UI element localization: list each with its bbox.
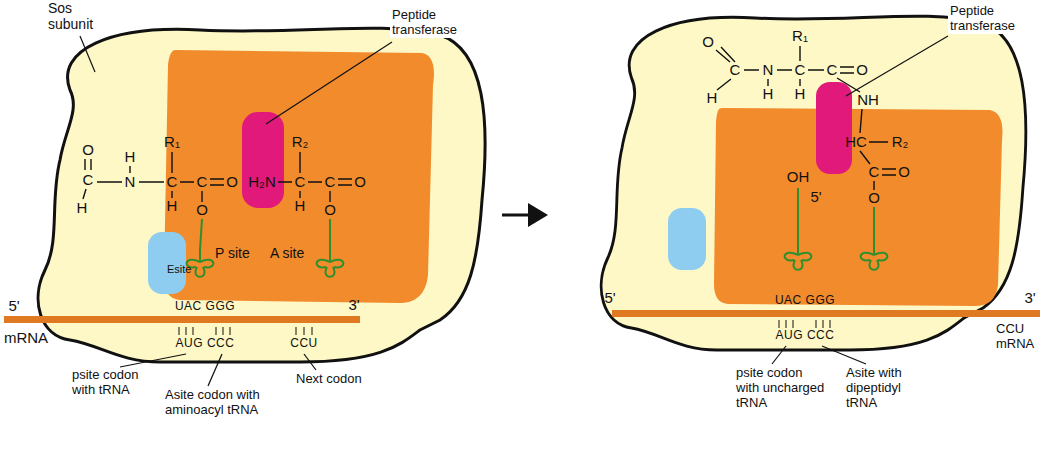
chemical-bonds <box>83 46 896 202</box>
chem-label: O <box>702 33 714 50</box>
chem-label: O <box>82 141 94 158</box>
ribosome-core <box>714 108 1003 306</box>
mrna-strand <box>612 310 1040 317</box>
chem-label: C <box>167 173 178 190</box>
chem-label: 3' <box>1024 289 1035 306</box>
chem-label: O <box>898 163 910 180</box>
chem-label: O <box>324 201 336 218</box>
node-label: Esite <box>167 263 191 276</box>
chem-label: H <box>167 197 178 214</box>
chem-label: H <box>763 85 774 102</box>
chem-label: C <box>795 61 806 78</box>
reaction-arrow <box>502 214 532 217</box>
chem-label: O <box>226 173 238 190</box>
trna <box>200 188 874 250</box>
chem-label: HC <box>845 133 867 150</box>
chem-label: O <box>196 201 208 218</box>
chem-label: O <box>868 189 880 206</box>
chem-label: H <box>295 197 306 214</box>
chem-label: 3' <box>348 296 359 313</box>
ribosome-outline <box>601 16 1026 350</box>
codon-label: UAC GGG <box>175 300 235 314</box>
chem-label: OH <box>787 168 810 185</box>
annotation: Asite with dipeptidyl tRNA <box>846 366 928 411</box>
chem-label: R₂ <box>292 133 309 150</box>
chem-label: H <box>707 89 718 106</box>
codon-label: AUG CCC <box>176 337 235 351</box>
node-label: Sos subunit <box>46 0 114 32</box>
chem-label: O <box>856 61 868 78</box>
chem-label: R₂ <box>892 133 909 150</box>
e-site-shape <box>668 208 706 270</box>
trna <box>861 241 888 270</box>
chem-label: C <box>325 173 336 190</box>
chem-label: C <box>827 61 838 78</box>
mrna-strand <box>4 316 360 323</box>
chem-label: C <box>295 173 306 190</box>
chem-label: C <box>83 171 94 188</box>
annotation: Peptide transferase <box>390 8 484 38</box>
chem-label: O <box>354 173 366 190</box>
node-label: A site <box>270 245 304 261</box>
chem-label: C <box>869 163 880 180</box>
codon-label: AUG CCC <box>776 329 835 343</box>
chem-label: H <box>125 148 136 165</box>
annotation: Peptide transferase <box>948 4 1042 34</box>
annotation: Asite codon with aminoacyl tRNA <box>165 388 260 418</box>
chem-label: N <box>763 61 774 78</box>
chem-label: H <box>795 85 806 102</box>
chem-label: H₂N <box>248 173 276 190</box>
chem-label: 5' <box>8 297 19 314</box>
codon-label: CCU <box>290 337 318 351</box>
annotation: CCU mRNA <box>996 322 1041 352</box>
node-label: P site <box>215 245 250 261</box>
codon-label: UAC GGG <box>775 294 835 308</box>
chem-label: mRNA <box>4 329 48 346</box>
chem-label: N <box>125 173 136 190</box>
peptide-transferase-shape <box>242 112 284 208</box>
chem-label: NH <box>857 91 879 108</box>
base-pair-ticks <box>179 320 830 335</box>
chem-label: R₁ <box>792 27 808 44</box>
chem-label: R₁ <box>164 133 180 150</box>
arrow-head <box>528 203 548 227</box>
chem-label: 5' <box>604 289 615 306</box>
e-site-shape: Esite <box>148 232 186 294</box>
leader-line <box>80 36 948 386</box>
chem-label: 5' <box>810 188 821 205</box>
chem-label: C <box>197 173 208 190</box>
chem-label: C <box>730 61 741 78</box>
trna <box>187 248 214 277</box>
chem-label: H <box>77 199 88 216</box>
trna <box>785 241 812 270</box>
trna <box>317 248 344 277</box>
annotation: psite codon with tRNA <box>72 368 154 398</box>
annotation: psite codon with uncharged tRNA <box>736 366 828 411</box>
annotation: Next codon <box>296 372 386 387</box>
